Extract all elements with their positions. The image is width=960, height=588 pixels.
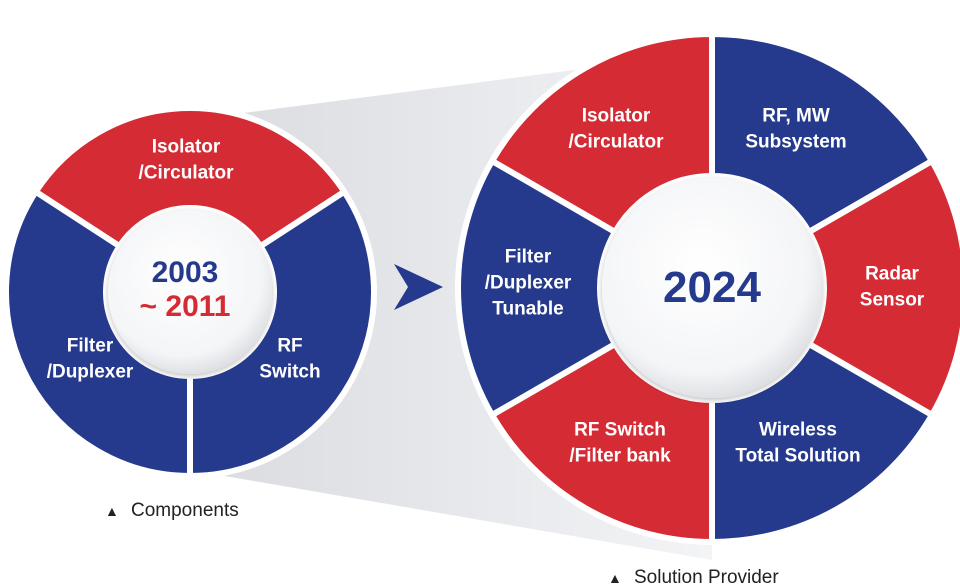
right-segment <box>455 158 619 418</box>
left-segment-label: Isolator/Circulator <box>138 137 234 184</box>
chevron-right-icon <box>394 264 443 310</box>
solution-provider-caption-text: Solution Provider <box>634 567 779 588</box>
left-segment <box>32 105 348 250</box>
left-segment <box>3 188 193 479</box>
left-segment-label: Filter/Duplexer <box>47 336 134 383</box>
solution-provider-caption: ▲ Solution Provider <box>608 567 779 588</box>
right-segment-label: Isolator/Circulator <box>568 106 664 153</box>
left-hub <box>108 210 272 374</box>
left-year-end: ~ 2011 <box>140 290 231 323</box>
right-segment <box>489 341 715 545</box>
components-caption-text: Components <box>131 500 239 521</box>
right-segment <box>709 341 935 545</box>
right-segment <box>489 31 715 235</box>
left-segment <box>187 188 377 479</box>
right-hub <box>602 178 822 398</box>
right-year: 2024 <box>663 263 761 312</box>
right-segment-label: RF Switch/Filter bank <box>569 420 671 467</box>
triangle-icon: ▲ <box>608 570 622 586</box>
left-year-start: 2003 <box>152 256 219 289</box>
triangle-icon: ▲ <box>105 503 119 519</box>
components-caption: ▲ Components <box>105 500 239 521</box>
right-segment <box>805 158 960 418</box>
right-segment <box>709 31 935 235</box>
